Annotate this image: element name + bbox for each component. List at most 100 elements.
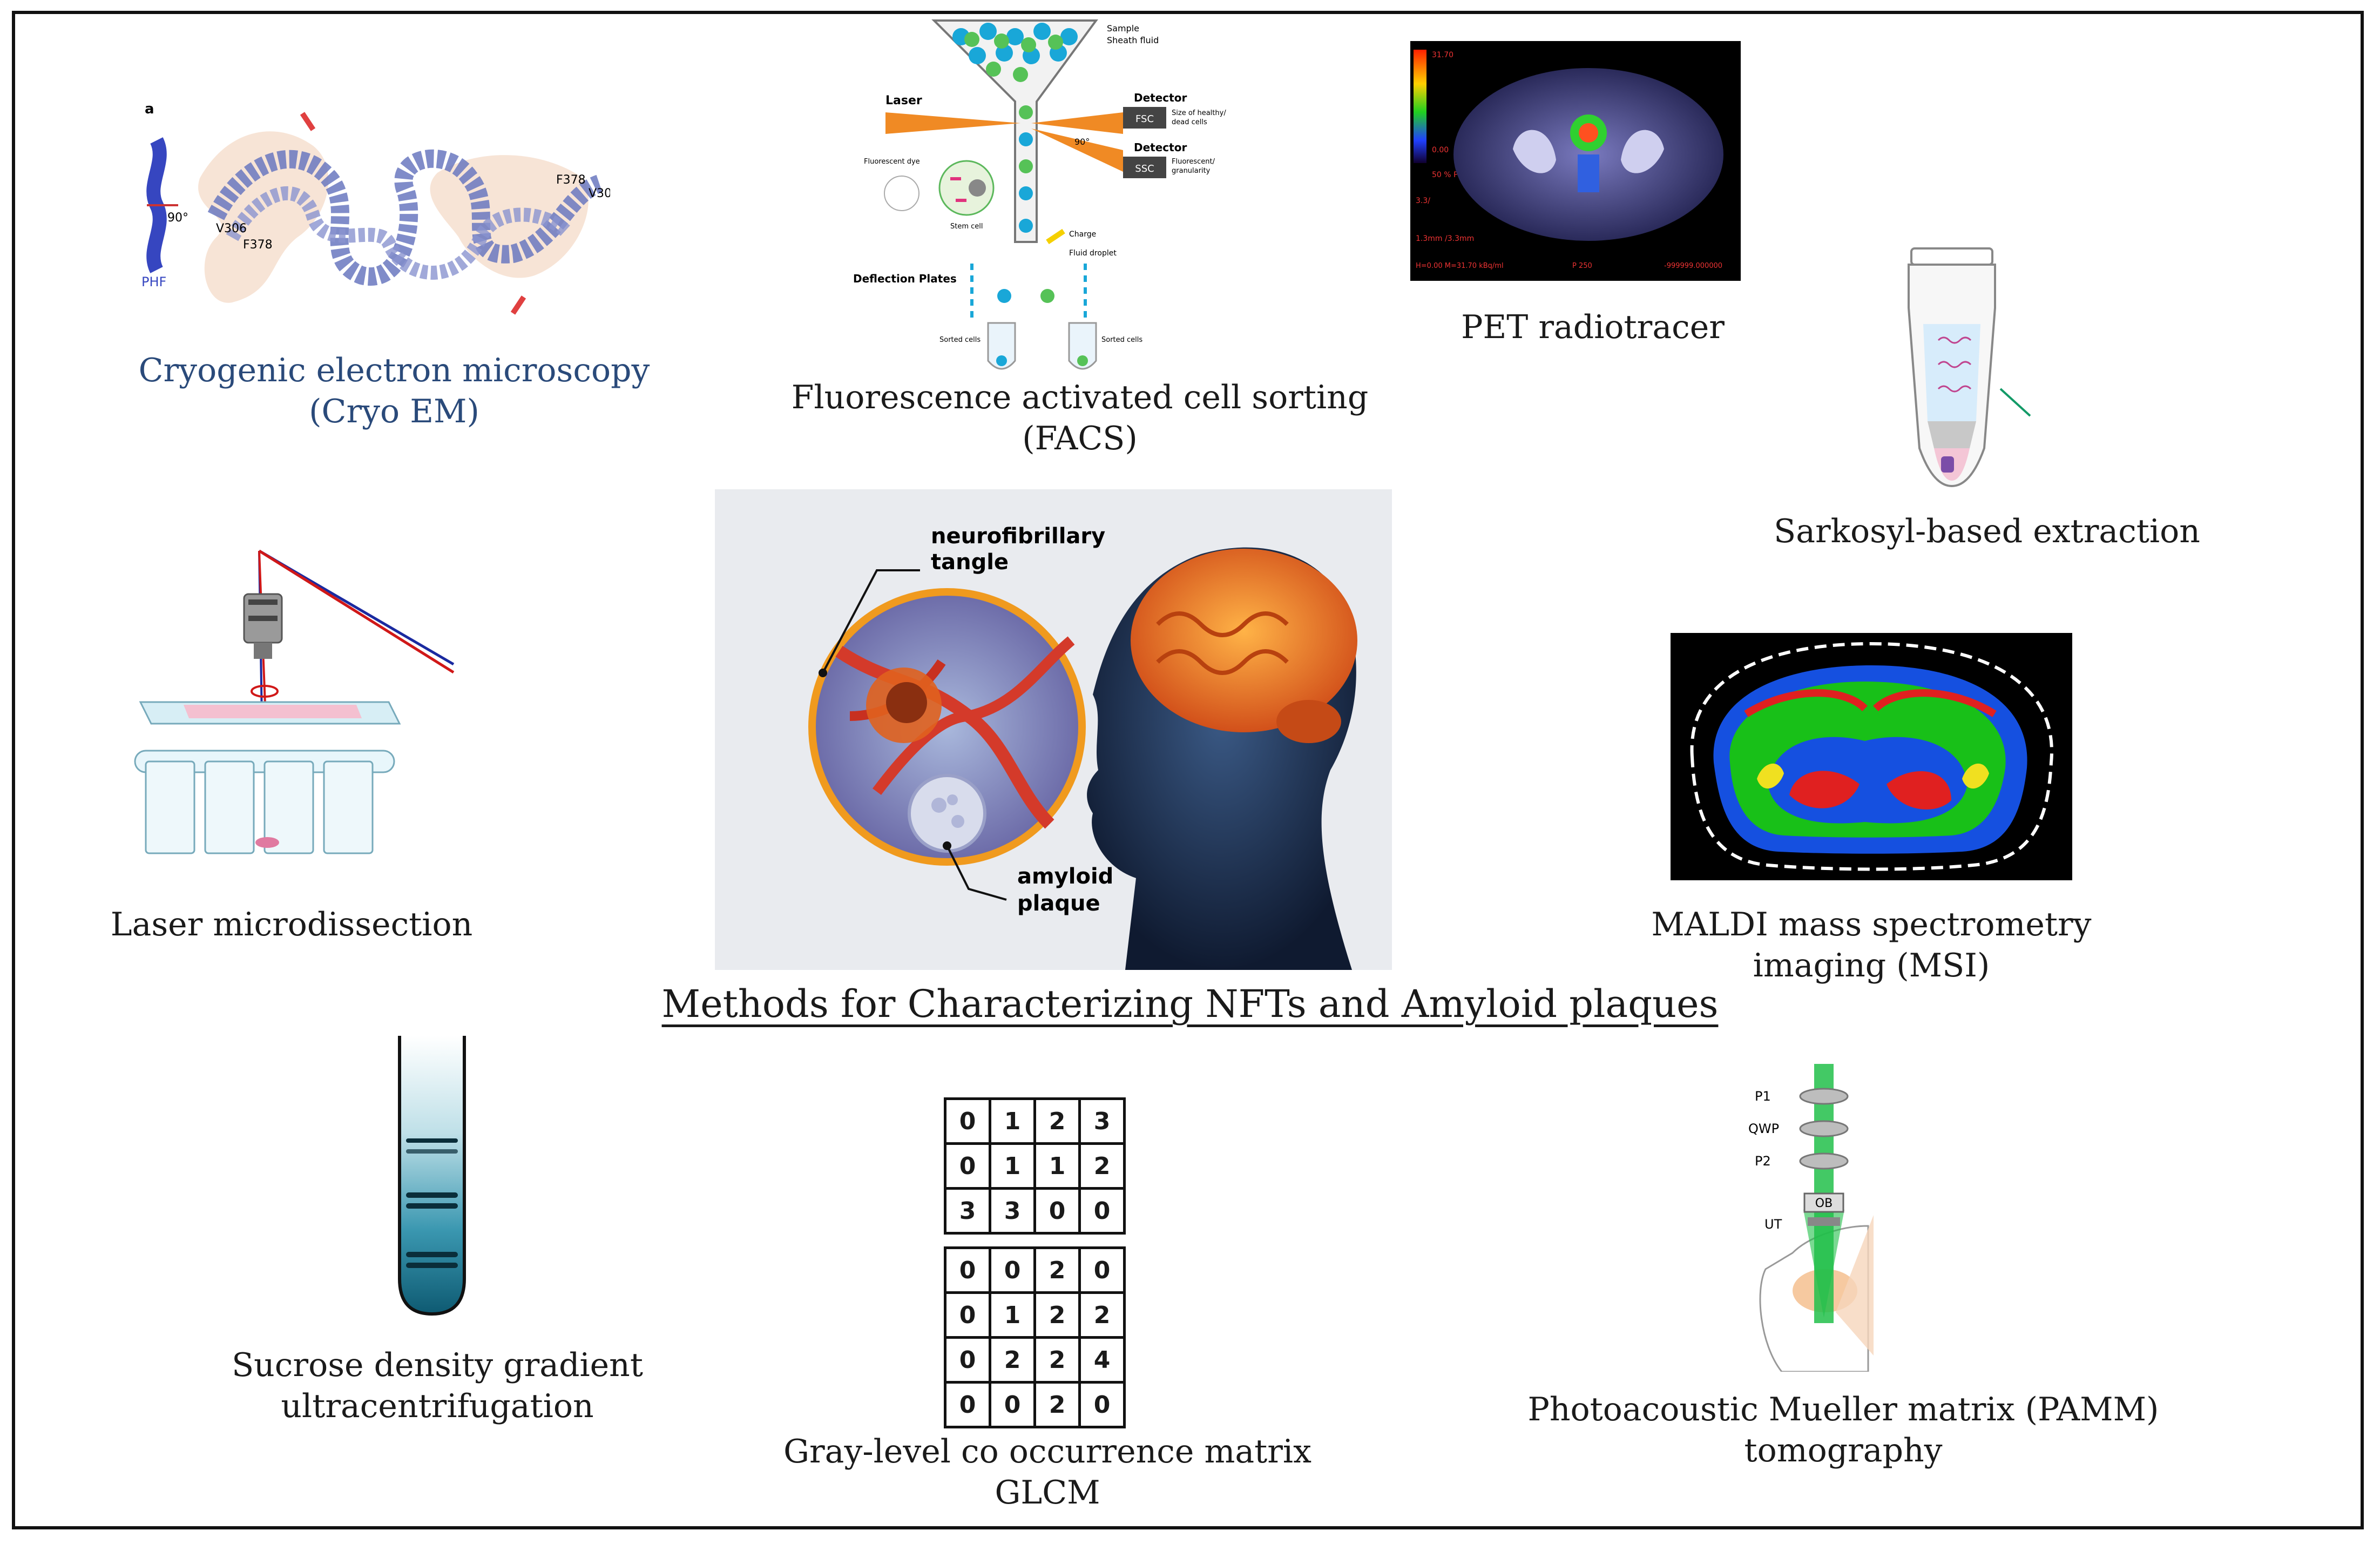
matrix-cell: 0 [1078,1246,1126,1294]
detector-2-label: Detector [1134,141,1187,154]
pet-scan-image: 31.70 0.00 50 % PET 3.3/ 1.3mm /3.3mm H=… [1414,50,1723,270]
cryo-em-caption-line-2: (Cryo EM) [309,393,479,430]
ob-label: OB [1815,1197,1833,1210]
svg-text:Sorted cells: Sorted cells [939,336,981,344]
stem-cell [938,160,995,216]
svg-text:-999999.000000: -999999.000000 [1664,262,1722,270]
matrix-cell: 4 [1078,1336,1126,1384]
svg-text:0.00: 0.00 [1432,146,1449,154]
matrix-cell: 0 [1033,1187,1081,1235]
laser-microdissection-illustration [134,549,455,854]
fsc-label: FSC [1135,113,1154,125]
matrix-cell: 1 [989,1291,1036,1339]
laser-microdissection-caption-text: Laser microdissection [110,906,473,943]
svg-text:Fluorescent/: Fluorescent/ [1172,158,1215,166]
protofilament-chain [207,149,603,286]
glcm-caption: Gray-level co occurrence matrix GLCM [777,1431,1317,1513]
svg-text:Sorted cells: Sorted cells [1101,336,1142,344]
matrix-cell: 0 [944,1336,991,1384]
pet-caption-text: PET radiotracer [1461,308,1725,346]
svg-text:Fluorescent dye: Fluorescent dye [864,158,920,166]
svg-text:Size of healthy/: Size of healthy/ [1172,109,1226,117]
detector-1-label: Detector [1134,91,1187,104]
arrow-marker-bottom [510,295,526,315]
p2-label: P2 [1755,1154,1771,1169]
pamm-illustration: OB P1 QWP P2 UT [1748,1064,1874,1372]
cryo-em-caption-line-1: Cryogenic electron microscopy [138,352,650,389]
objective [1803,1192,1844,1213]
cryo-em-caption: Cryogenic electron microscopy (Cryo EM) [124,350,664,432]
pamm-caption-line-2: tomography [1744,1432,1943,1469]
matrix-cell: 2 [1078,1291,1126,1339]
laser-beam [885,112,1020,134]
pamm-panel: OB P1 QWP P2 UT [1744,1064,1879,1372]
facs-caption-line-1: Fluorescence activated cell sorting [791,379,1369,416]
maldi-caption: MALDI mass spectrometry imaging (MSI) [1601,904,2141,986]
svg-text:Charge: Charge [1069,230,1096,239]
sarkosyl-panel [1879,243,2063,491]
pamm-caption-line-1: Photoacoustic Mueller matrix (PAMM) [1527,1391,2159,1428]
ut-label: UT [1764,1217,1782,1232]
svg-text:H=0.00 M=31.70 kBq/ml: H=0.00 M=31.70 kBq/ml [1416,262,1504,270]
rotation-label: 90° [167,211,188,225]
facs-caption-line-2: (FACS) [1022,420,1138,457]
matrix-cell: 0 [944,1381,991,1428]
svg-text:3.3/: 3.3/ [1416,197,1430,205]
maldi-caption-line-1: MALDI mass spectrometry [1651,906,2092,943]
p1-label: P1 [1755,1089,1771,1104]
brain [1131,549,1357,732]
matrix-cell: 2 [1033,1246,1081,1294]
matrix-cell: 2 [989,1336,1036,1384]
laser-microdissection-panel [130,540,464,864]
pet-panel: 31.70 0.00 50 % PET 3.3/ 1.3mm /3.3mm H=… [1410,41,1741,281]
facs-caption: Fluorescence activated cell sorting (FAC… [756,377,1404,459]
svg-text:31.70: 31.70 [1432,51,1453,59]
matrix-cell: 2 [1033,1097,1081,1145]
laser-microdissection-caption: Laser microdissection [32,904,551,945]
sample-label: Sample [1107,23,1139,33]
glcm-caption-line-1: Gray-level co occurrence matrix [783,1433,1311,1471]
glcm-caption-line-2: GLCM [995,1474,1100,1512]
sarkosyl-caption-text: Sarkosyl-based extraction [1774,513,2200,550]
cryo-em-panel: a 90° PHF V306 F378 F378 V30 [135,97,610,335]
figure-title: Methods for Characterizing NFTs and Amyl… [661,982,1719,1026]
ssc-detector [1123,157,1166,178]
deflection-plates-label: Deflection Plates [853,272,957,285]
figure-frame [12,11,2364,1529]
qwp-label: QWP [1748,1121,1779,1136]
nft-label-line-2: tangle [931,550,1009,575]
svg-text:granularity: granularity [1172,167,1211,175]
maldi-caption-line-2: imaging (MSI) [1753,947,1990,985]
sucrose-panel [394,1036,470,1317]
matrix-cell: 3 [989,1187,1036,1235]
fsc-detector [1123,107,1166,129]
sorted-tube-2 [1068,322,1097,370]
maldi-panel [1671,633,2072,880]
brain-outline [1690,642,2053,871]
svg-text:1.3mm /3.3mm: 1.3mm /3.3mm [1416,234,1474,243]
centrifuge-tube [398,1036,466,1316]
maldi-msi-image [1690,642,2053,871]
f378-label-b: F378 [556,173,586,187]
sucrose-caption-line-2: ultracentrifugation [281,1387,594,1425]
center-brain-illustration: neurofibrillary tangle amyloid plaque [715,489,1392,970]
svg-text:Fluid droplet: Fluid droplet [1069,249,1117,258]
pet-caption: PET radiotracer [1361,307,1825,348]
facs-panel: Sample Sheath fluid Laser FSC Detector S… [842,15,1253,382]
v306-label: V306 [216,222,247,235]
laser-label: Laser [885,94,922,107]
matrix-cell: 2 [1033,1381,1081,1428]
panel-letter: a [145,101,154,117]
sorted-tube-1 [987,322,1016,370]
v30-label: V30 [589,187,610,200]
svg-text:P 250: P 250 [1572,262,1592,270]
matrix-cell: 0 [989,1246,1036,1294]
sucrose-caption-line-1: Sucrose density gradient [232,1346,643,1384]
matrix-cell: 0 [944,1246,991,1294]
phf-label: PHF [141,274,166,289]
matrix-cell: 3 [1078,1097,1126,1145]
nft-label-line-1: neurofibrillary [931,524,1105,549]
